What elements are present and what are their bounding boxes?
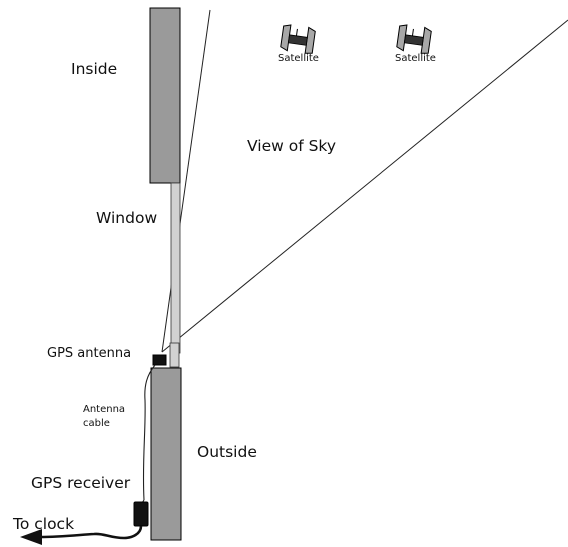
window-pane-upper (170, 182, 181, 354)
view-of-sky-label: View of Sky (247, 137, 337, 155)
window-label: Window (96, 209, 158, 227)
gps-receiver (133, 501, 149, 527)
satellite-label: Satellite (395, 53, 436, 64)
outside-wall (150, 367, 182, 541)
antenna-cable-label: Antenna cable (83, 404, 126, 429)
to-clock-label: To clock (13, 515, 75, 533)
sight-line-shallow (161, 19, 568, 353)
satellite-icon (396, 24, 432, 54)
satellite-icon (280, 24, 316, 54)
outside-label: Outside (197, 443, 257, 461)
clock-cable (39, 525, 143, 540)
gps-antenna (152, 354, 167, 366)
arrow-left-icon (20, 529, 42, 545)
gps-receiver-label: GPS receiver (31, 474, 131, 492)
sight-line-steep (161, 9, 211, 353)
gps-antenna-label: GPS antenna (47, 346, 132, 361)
window-pane-lower (169, 342, 180, 368)
satellite-label: Satellite (278, 53, 319, 64)
antenna-cable (142, 364, 156, 501)
inside-wall (149, 7, 181, 184)
inside-label: Inside (71, 60, 118, 78)
